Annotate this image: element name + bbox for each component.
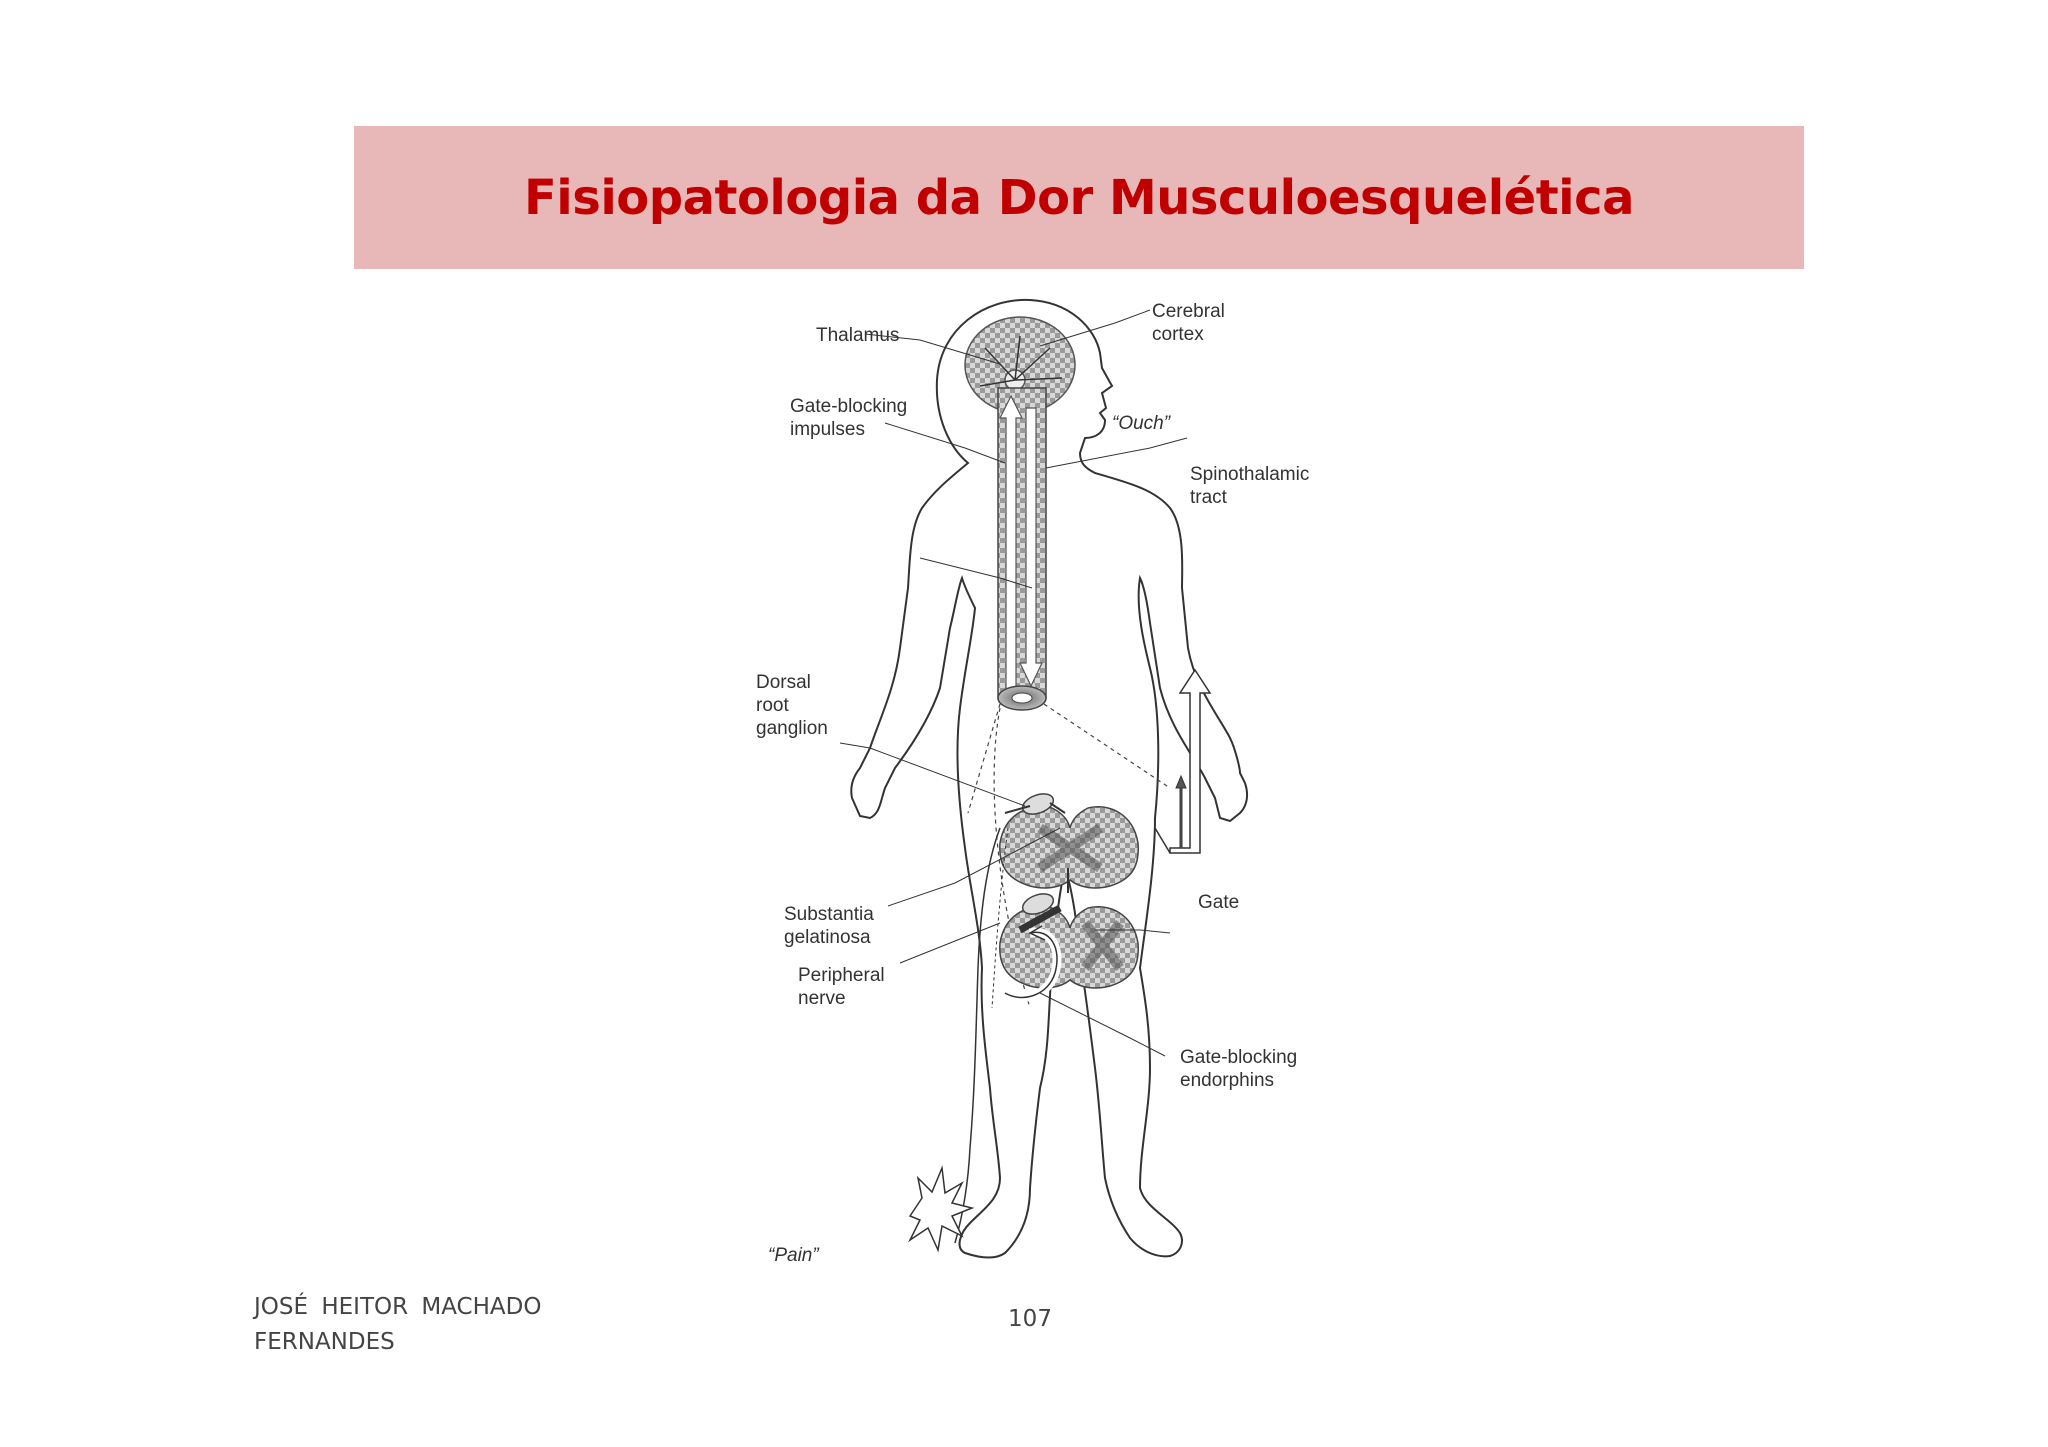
label-cerebral-1: Cerebral: [1152, 301, 1225, 322]
pain-starburst: [908, 1165, 975, 1253]
label-thalamus: Thalamus: [816, 325, 899, 346]
label-cerebral-2: cortex: [1152, 324, 1204, 345]
label-pain: “Pain”: [768, 1245, 820, 1266]
spinal-segment-lower: [999, 906, 1139, 989]
label-ouch: “Ouch”: [1112, 413, 1172, 434]
label-endorphins-1: Gate-blocking: [1180, 1047, 1297, 1068]
slide-title: Fisiopatologia da Dor Musculoesquelética: [524, 169, 1634, 226]
spinal-tract: [997, 387, 1047, 699]
label-gate-impulses-2: impulses: [790, 419, 865, 440]
gate-control-diagram: Thalamus Cerebral cortex Gate-blocking i…: [756, 298, 1309, 1266]
label-spinothalamic-1: Spinothalamic: [1190, 464, 1309, 485]
label-substantia-1: Substantia: [784, 904, 874, 925]
label-endorphins-2: endorphins: [1180, 1070, 1274, 1091]
footer-author: JOSÉ HEITOR MACHADO FERNANDES: [254, 1294, 542, 1355]
gate-bar: [1018, 904, 1062, 934]
label-dorsal-3: ganglion: [756, 718, 828, 739]
label-substantia-2: gelatinosa: [784, 927, 871, 948]
label-peripheral-1: Peripheral: [798, 965, 885, 986]
label-dorsal-1: Dorsal: [756, 672, 811, 693]
spinothalamic-arrow: [1169, 668, 1212, 854]
title-band: Fisiopatologia da Dor Musculoesquelética: [354, 126, 1804, 269]
label-gate-impulses-1: Gate-blocking: [790, 396, 907, 417]
page-number: 107: [1008, 1306, 1052, 1332]
body-outline: [850, 298, 1249, 1259]
label-dorsal-2: root: [756, 695, 789, 716]
label-spinothalamic-2: tract: [1190, 487, 1228, 508]
label-peripheral-2: nerve: [798, 988, 846, 1009]
label-gate: Gate: [1198, 892, 1239, 913]
